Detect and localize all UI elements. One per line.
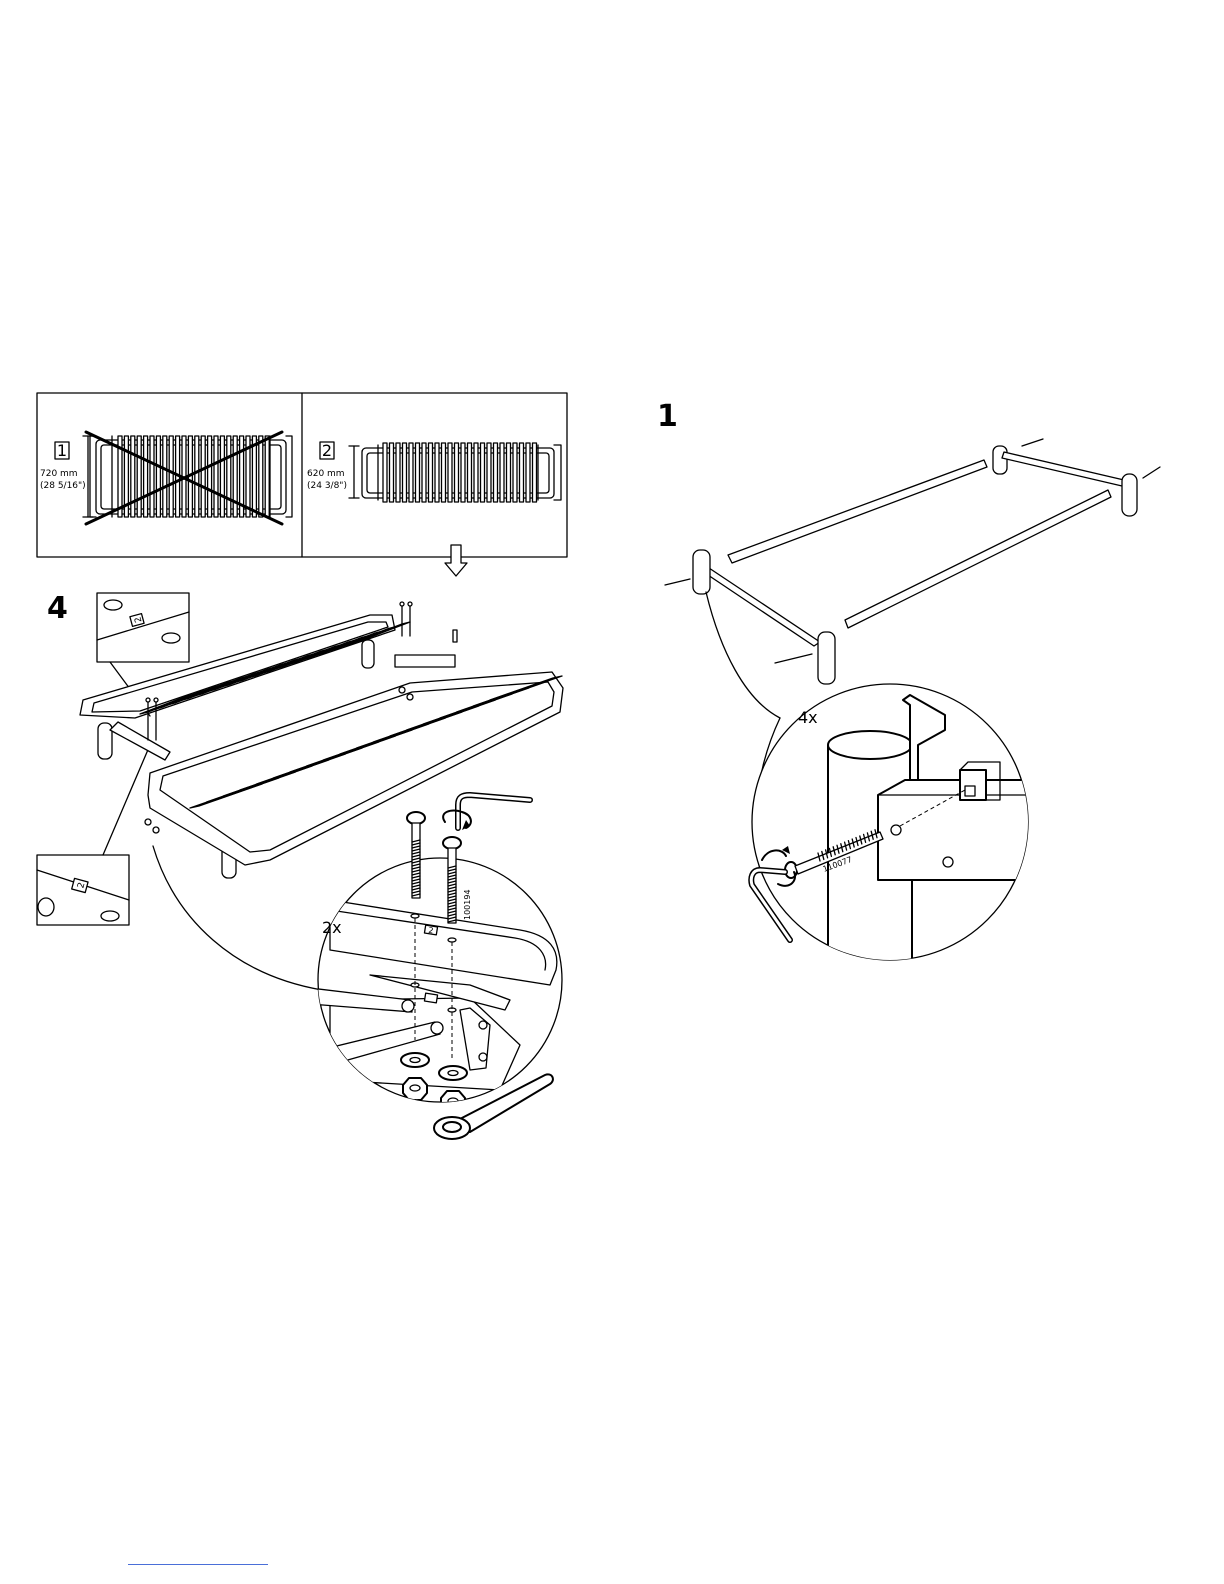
slat	[169, 436, 173, 517]
comparison-panel: 1 720 mm (28 5/16")	[37, 393, 567, 557]
end-rail	[1002, 452, 1124, 486]
slat	[131, 436, 135, 517]
post	[993, 446, 1007, 474]
slat	[494, 443, 498, 502]
slat	[416, 443, 420, 502]
step-4-quantity: 2x	[322, 918, 342, 937]
slat	[144, 436, 148, 517]
slat	[442, 443, 446, 502]
step-1-detail: 110077	[751, 684, 1040, 980]
slat	[474, 443, 478, 502]
slat	[422, 443, 426, 502]
option-1-dimension-in: (28 5/16")	[40, 481, 86, 491]
slat	[409, 443, 413, 502]
slat	[533, 443, 537, 502]
option-2-dimension-mm: 620 mm	[307, 469, 345, 479]
step-4-inset-bottom: 2	[37, 745, 150, 925]
option-2-number: 2	[322, 441, 332, 460]
step-4: 4 2 2	[37, 591, 563, 1139]
slat	[156, 436, 160, 517]
step-4-leader	[153, 846, 322, 990]
slat	[137, 436, 141, 517]
slat	[513, 443, 517, 502]
slat	[195, 436, 199, 517]
slat	[163, 436, 167, 517]
end-rail	[702, 566, 820, 646]
slat	[201, 436, 205, 517]
slat	[526, 443, 530, 502]
slat	[461, 443, 465, 502]
slat	[259, 436, 263, 517]
slat	[468, 443, 472, 502]
slat	[481, 443, 485, 502]
slat	[455, 443, 459, 502]
slat	[403, 443, 407, 502]
step-4-detail: 2	[310, 858, 562, 1139]
slat	[220, 436, 224, 517]
slat	[252, 436, 256, 517]
slat	[448, 443, 452, 502]
post	[1122, 474, 1137, 516]
step-1-number: 1	[657, 399, 678, 434]
side-rail	[845, 490, 1111, 628]
slat	[227, 436, 231, 517]
step-1: 1	[657, 399, 1160, 980]
leg	[98, 723, 112, 759]
slat	[435, 443, 439, 502]
step-1-quantity: 4x	[798, 708, 818, 727]
side-rail	[728, 460, 987, 563]
option-1-number: 1	[57, 441, 67, 460]
post	[693, 550, 710, 594]
slat	[500, 443, 504, 502]
allen-key-icon	[458, 795, 530, 828]
slat	[429, 443, 433, 502]
leg	[362, 640, 374, 668]
slat	[208, 436, 212, 517]
slat	[150, 436, 154, 517]
slat	[507, 443, 511, 502]
option-1-dimension-mm: 720 mm	[40, 469, 78, 479]
slat	[233, 436, 237, 517]
slat	[390, 443, 394, 502]
step-4-bolt-code: 100194	[463, 889, 472, 920]
option-2-dimension-in: (24 3/8")	[307, 481, 347, 491]
slat	[214, 436, 218, 517]
slat	[520, 443, 524, 502]
seat-frame	[148, 672, 563, 865]
footer-link-underline	[128, 1564, 268, 1565]
slat	[383, 443, 387, 502]
slat	[396, 443, 400, 502]
slat	[487, 443, 491, 502]
step-4-number: 4	[47, 591, 68, 626]
bed-base-frame	[665, 439, 1160, 684]
slat	[265, 436, 269, 517]
post	[818, 632, 835, 684]
